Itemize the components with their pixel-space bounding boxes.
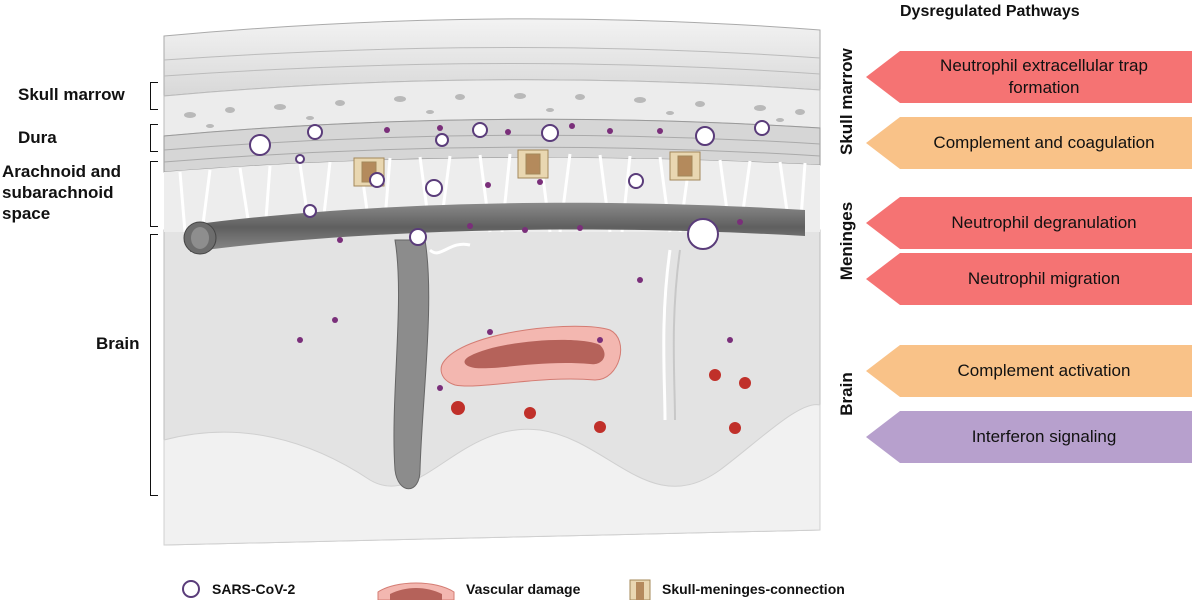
pathway-complement-activation: Complement activation	[866, 345, 1192, 397]
virus-icon	[180, 578, 202, 600]
pathway-neutrophil-degranulation: Neutrophil degranulation	[866, 197, 1192, 249]
legend-connection: Skull-meninges-connection	[628, 578, 845, 600]
pathway-complement-coagulation: Complement and coagulation	[866, 117, 1192, 169]
group-label-brain: Brain	[837, 349, 857, 439]
group-label-meninges: Meninges	[837, 196, 857, 286]
pathway-label: Complement and coagulation	[923, 132, 1164, 154]
pathway-interferon-signaling: Interferon signaling	[866, 411, 1192, 463]
meninges-illustration	[140, 0, 840, 575]
pathway-neutrophil-extracellular-trap: Neutrophil extracellular trap formation	[866, 51, 1192, 103]
vessel-icon	[376, 578, 456, 600]
label-dura: Dura	[18, 127, 57, 148]
pathway-label: Neutrophil degranulation	[941, 212, 1146, 234]
connection-icon	[628, 578, 652, 600]
pathway-label: Neutrophil migration	[958, 268, 1130, 290]
group-label-skull-marrow: Skull marrow	[837, 65, 857, 155]
pathway-label: Neutrophil extracellular trap formation	[896, 55, 1192, 99]
pathway-neutrophil-migration: Neutrophil migration	[866, 253, 1192, 305]
legend-connection-label: Skull-meninges-connection	[662, 581, 845, 597]
legend-virus: SARS-CoV-2	[180, 578, 295, 600]
label-brain: Brain	[96, 333, 139, 354]
label-arachnoid: Arachnoid and subarachnoid space	[2, 161, 121, 224]
label-skull-marrow: Skull marrow	[18, 84, 125, 105]
legend-virus-label: SARS-CoV-2	[212, 581, 295, 597]
pathway-label: Interferon signaling	[962, 426, 1127, 448]
legend-vascular: Vascular damage	[376, 578, 580, 600]
pathway-label: Complement activation	[948, 360, 1141, 382]
pathways-title: Dysregulated Pathways	[900, 3, 1080, 21]
legend-vascular-label: Vascular damage	[466, 581, 580, 597]
